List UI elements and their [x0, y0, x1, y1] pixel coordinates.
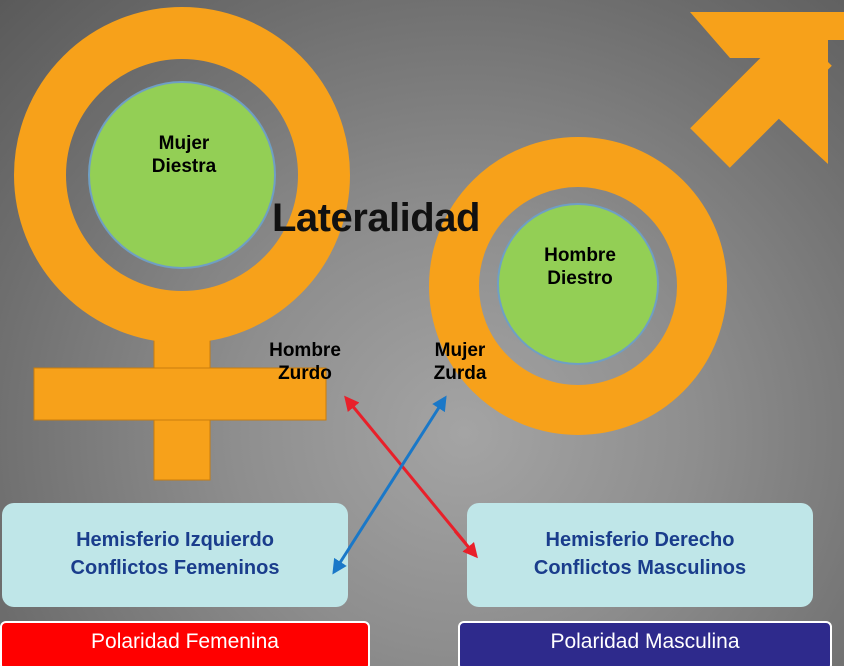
- left-handed-woman-line1: Mujer: [434, 340, 486, 361]
- female-circle-label: Mujer Diestra: [138, 133, 230, 179]
- red-double-arrow: [344, 395, 478, 559]
- left-handed-man-line1: Hombre: [269, 340, 341, 361]
- female-symbol-icon: [14, 7, 350, 481]
- left-box-line1: Hemisferio Izquierdo: [76, 529, 274, 552]
- male-inner-circle: [497, 203, 659, 365]
- female-symbol-ring: [14, 7, 350, 343]
- male-label-line2: Diestro: [547, 267, 613, 289]
- male-circle-label: Hombre Diestro: [534, 245, 626, 291]
- right-box-line1: Hemisferio Derecho: [545, 529, 735, 552]
- male-label-line1: Hombre: [544, 245, 616, 266]
- left-handed-woman-line2: Zurda: [433, 362, 487, 384]
- left-hemisphere-box: Hemisferio Izquierdo Conflictos Femenino…: [2, 503, 348, 607]
- left-box-line2: Conflictos Femeninos: [70, 557, 280, 579]
- right-box-line2: Conflictos Masculinos: [533, 557, 747, 579]
- male-symbol-ring: [429, 137, 727, 435]
- male-polarity-label: Polaridad Masculina: [458, 621, 832, 666]
- female-polarity-label: Polaridad Femenina: [0, 621, 370, 666]
- blue-double-arrow: [332, 395, 447, 575]
- female-label-line1: Mujer: [158, 133, 210, 154]
- left-handed-woman-label: Mujer Zurda: [415, 340, 505, 386]
- male-symbol-arrowhead: [690, 12, 844, 164]
- female-inner-circle: [88, 81, 276, 269]
- left-handed-man-label: Hombre Zurdo: [250, 340, 360, 386]
- left-handed-man-line2: Zurdo: [278, 362, 332, 384]
- male-symbol-icon: [429, 12, 844, 435]
- female-symbol-crossbar: [33, 367, 327, 421]
- female-label-line2: Diestra: [151, 155, 217, 177]
- right-hemisphere-box: Hemisferio Derecho Conflictos Masculinos: [467, 503, 813, 607]
- page-title: Lateralidad: [272, 196, 480, 240]
